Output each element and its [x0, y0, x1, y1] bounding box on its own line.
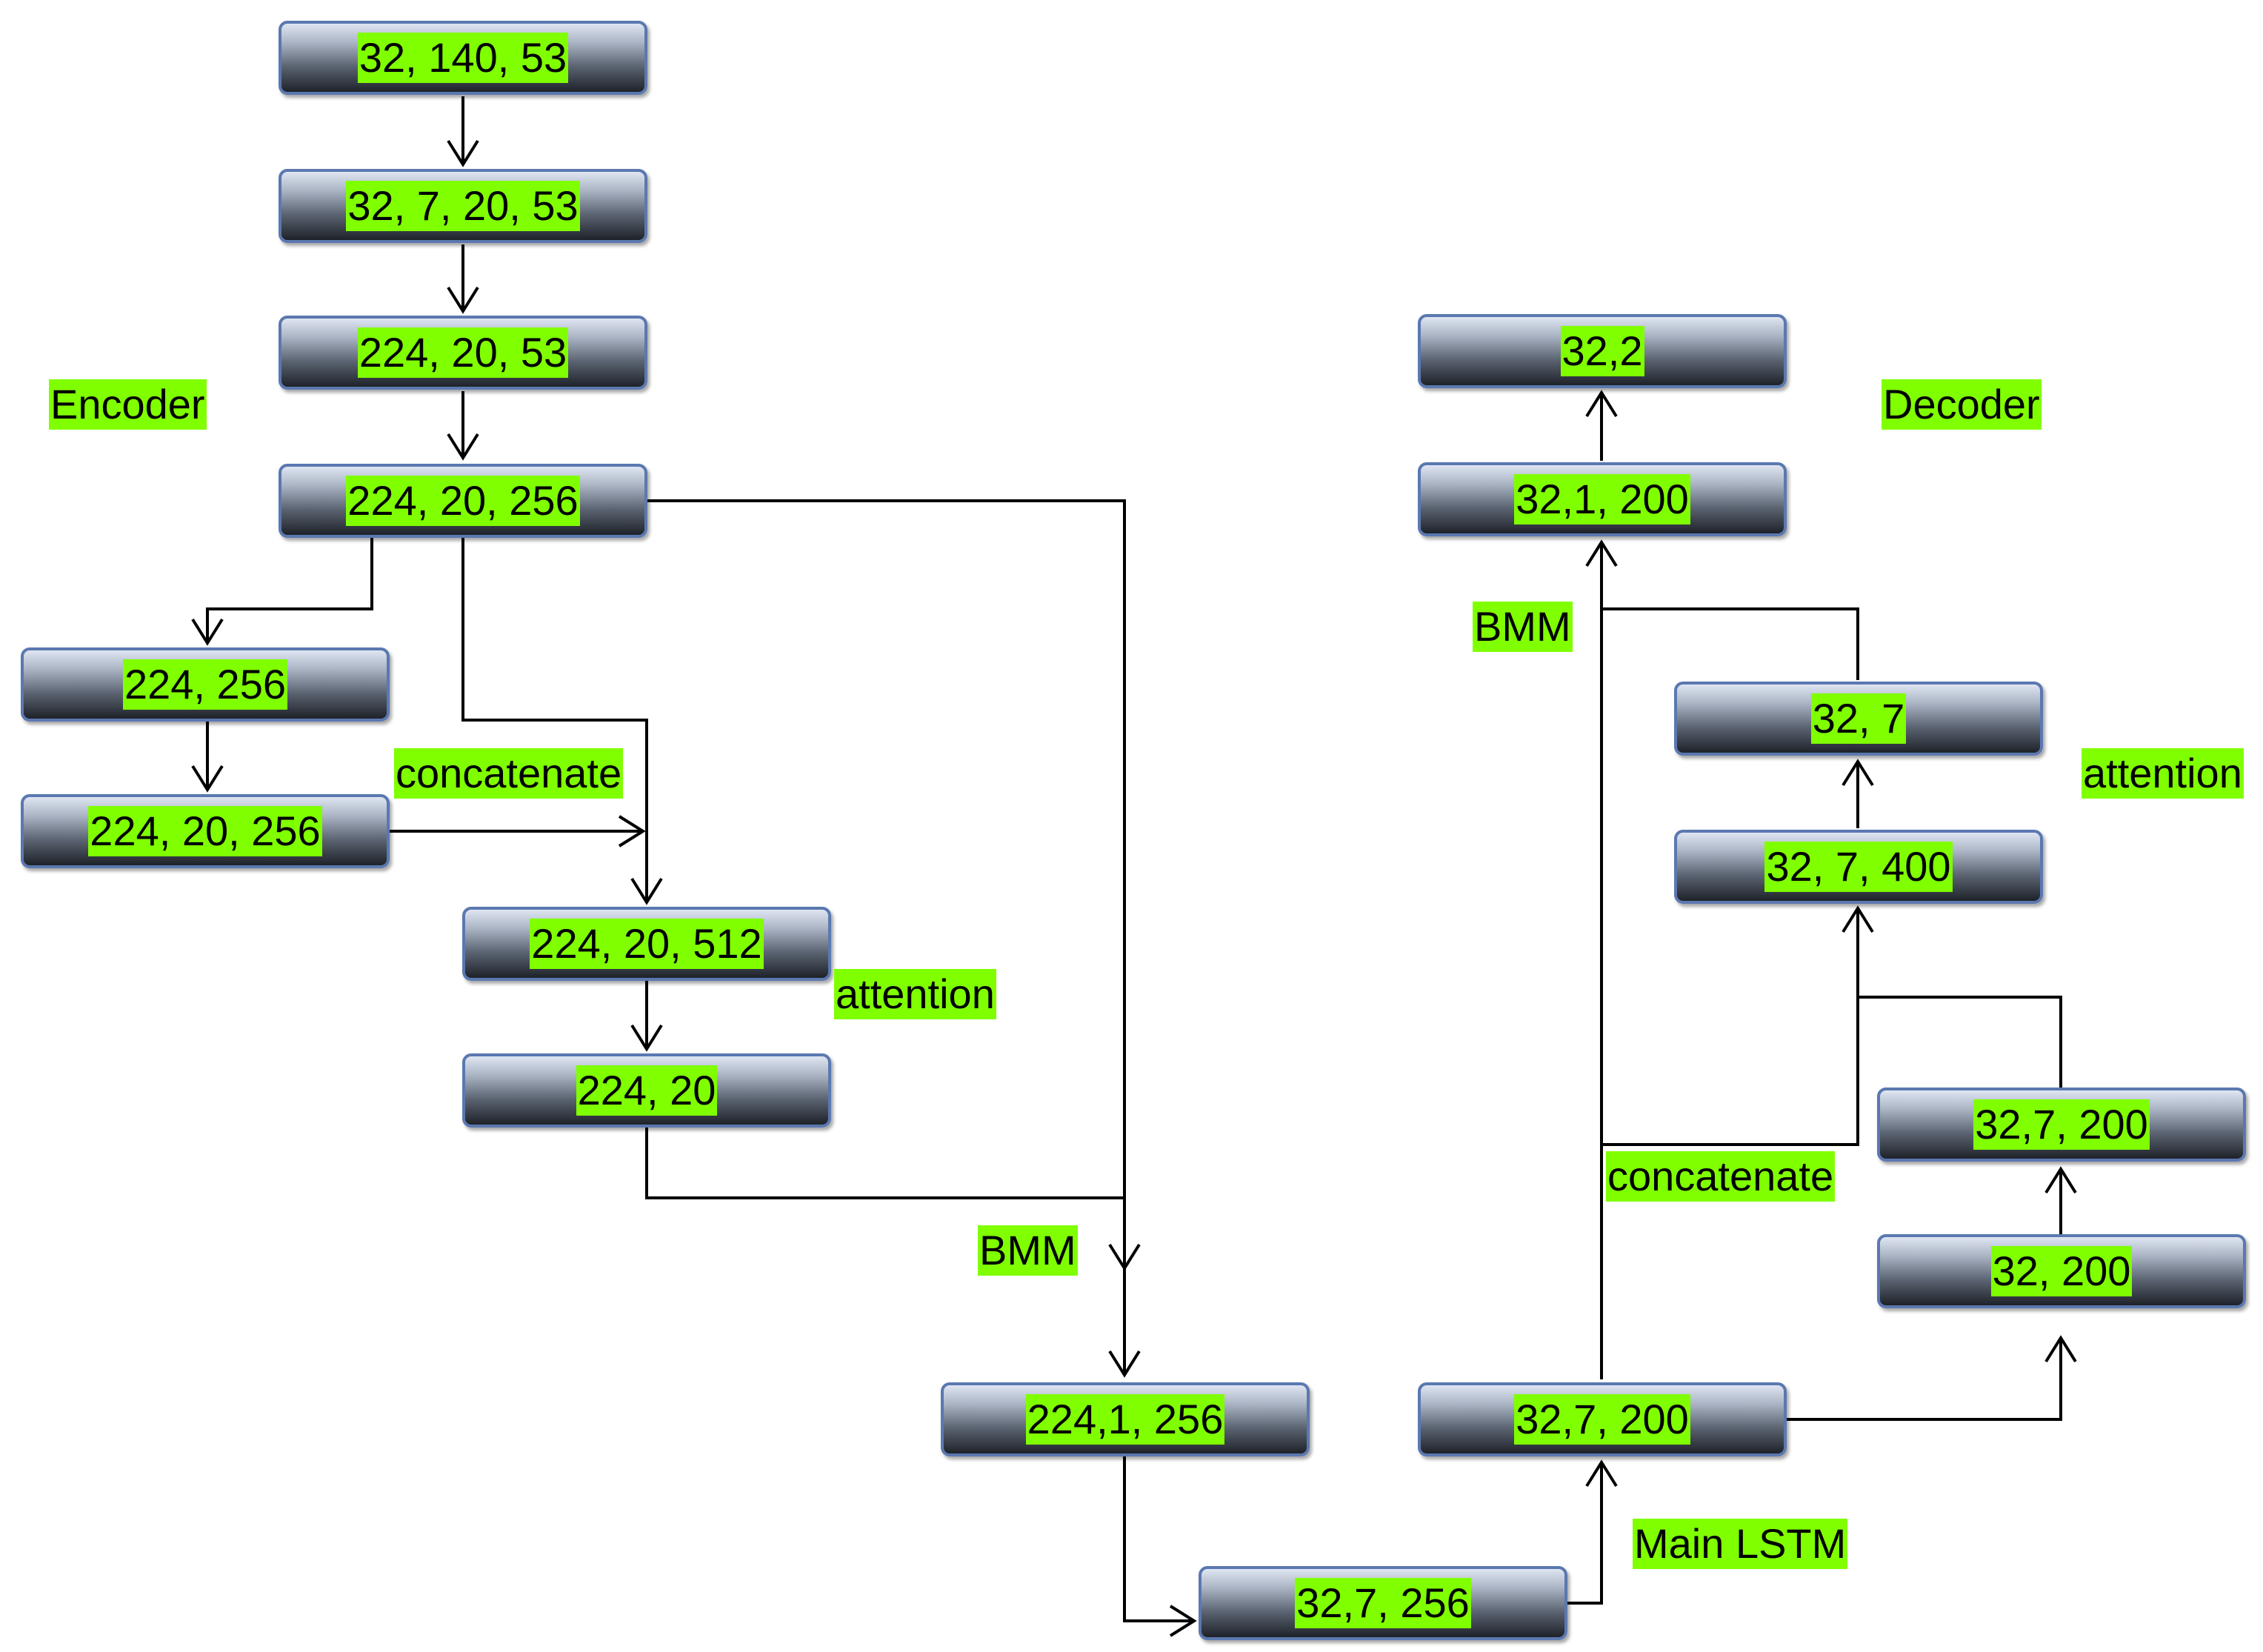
node-label: 32,1, 200 — [1514, 474, 1690, 524]
arrowhead-9 — [1108, 1243, 1141, 1271]
node-224-20-256-context: 224, 20, 256 — [21, 794, 390, 868]
node-32-7-200-main-lstm: 32,7, 200 — [1418, 1382, 1787, 1456]
arrowhead-4 — [191, 618, 224, 646]
arrowhead-1 — [447, 139, 479, 167]
edge-11 — [1123, 1456, 1193, 1622]
arrowhead-15 — [1842, 905, 1874, 933]
edge-18 — [1602, 607, 1859, 680]
node-label: 224, 20, 512 — [530, 919, 764, 969]
arrowhead-14 — [2044, 1166, 2077, 1194]
node-label: 224, 20 — [576, 1065, 718, 1116]
arrowhead-17 — [1585, 539, 1618, 567]
node-224-20: 224, 20 — [462, 1053, 831, 1128]
node-label: 32, 7, 20, 53 — [346, 181, 580, 231]
edge-6 — [461, 538, 648, 901]
arrowhead-16 — [1842, 759, 1874, 787]
node-32-2: 32,2 — [1418, 314, 1787, 388]
node-32-7-20-53: 32, 7, 20, 53 — [279, 169, 647, 243]
arrowhead-3 — [447, 433, 479, 461]
label-attention-decoder: attention — [2082, 748, 2244, 799]
arrowhead-7 — [630, 877, 663, 905]
edge-13 — [1787, 1339, 2062, 1421]
arrowhead-13 — [2044, 1335, 2077, 1363]
edge-4 — [206, 538, 373, 642]
node-label: 224, 20, 256 — [88, 806, 322, 856]
node-32-7: 32, 7 — [1674, 682, 2043, 756]
edge-16 — [1600, 997, 1859, 1379]
arrowhead-5 — [191, 765, 224, 793]
node-label: 32,7, 256 — [1295, 1578, 1471, 1628]
label-main-lstm: Main LSTM — [1633, 1519, 1848, 1569]
node-224-256: 224, 256 — [21, 647, 390, 722]
label-decoder: Decoder — [1882, 379, 2042, 430]
node-224-1-256: 224,1, 256 — [941, 1382, 1310, 1456]
arrowhead-8 — [630, 1024, 663, 1052]
node-label: 224,1, 256 — [1025, 1394, 1225, 1445]
label-concatenate-decoder: concatenate — [1606, 1151, 1836, 1202]
arrowhead-18 — [1585, 390, 1618, 418]
arrowhead-2 — [447, 286, 479, 314]
node-224-20-512: 224, 20, 512 — [462, 907, 831, 981]
node-label: 32, 7 — [1810, 693, 1907, 744]
node-32-140-53: 32, 140, 53 — [279, 21, 647, 95]
arrowhead-12 — [1585, 1459, 1618, 1488]
label-attention-encoder: attention — [834, 969, 996, 1019]
node-label: 32, 140, 53 — [357, 33, 569, 83]
edge-12 — [1566, 1464, 1603, 1605]
label-concatenate-encoder: concatenate — [394, 748, 624, 799]
node-32-7-400: 32, 7, 400 — [1674, 830, 2043, 904]
node-label: 32, 200 — [1990, 1246, 2133, 1296]
node-label: 32,7, 200 — [1514, 1394, 1690, 1445]
arrowhead-11 — [1169, 1605, 1197, 1637]
node-label: 224, 20, 53 — [357, 327, 569, 378]
node-label: 32,2 — [1560, 326, 1644, 376]
node-label: 32,7, 200 — [1973, 1099, 2150, 1150]
edge-10 — [646, 499, 1126, 1373]
label-bmm-encoder: BMM — [978, 1225, 1078, 1276]
label-encoder: Encoder — [49, 379, 207, 430]
node-label: 224, 20, 256 — [346, 476, 580, 526]
node-32-7-200: 32,7, 200 — [1877, 1088, 2246, 1162]
node-label: 32, 7, 400 — [1764, 842, 1953, 892]
node-32-1-200: 32,1, 200 — [1418, 462, 1787, 536]
node-224-20-256-encoder: 224, 20, 256 — [279, 464, 647, 538]
node-32-7-256: 32,7, 256 — [1199, 1566, 1567, 1640]
node-224-20-53: 224, 20, 53 — [279, 316, 647, 390]
node-32-200: 32, 200 — [1877, 1234, 2246, 1308]
arrowhead-6 — [618, 815, 646, 847]
edge-15 — [1856, 910, 2062, 1088]
label-bmm-decoder: BMM — [1473, 602, 1573, 652]
arrowhead-10 — [1108, 1350, 1141, 1378]
node-label: 224, 256 — [123, 659, 287, 710]
